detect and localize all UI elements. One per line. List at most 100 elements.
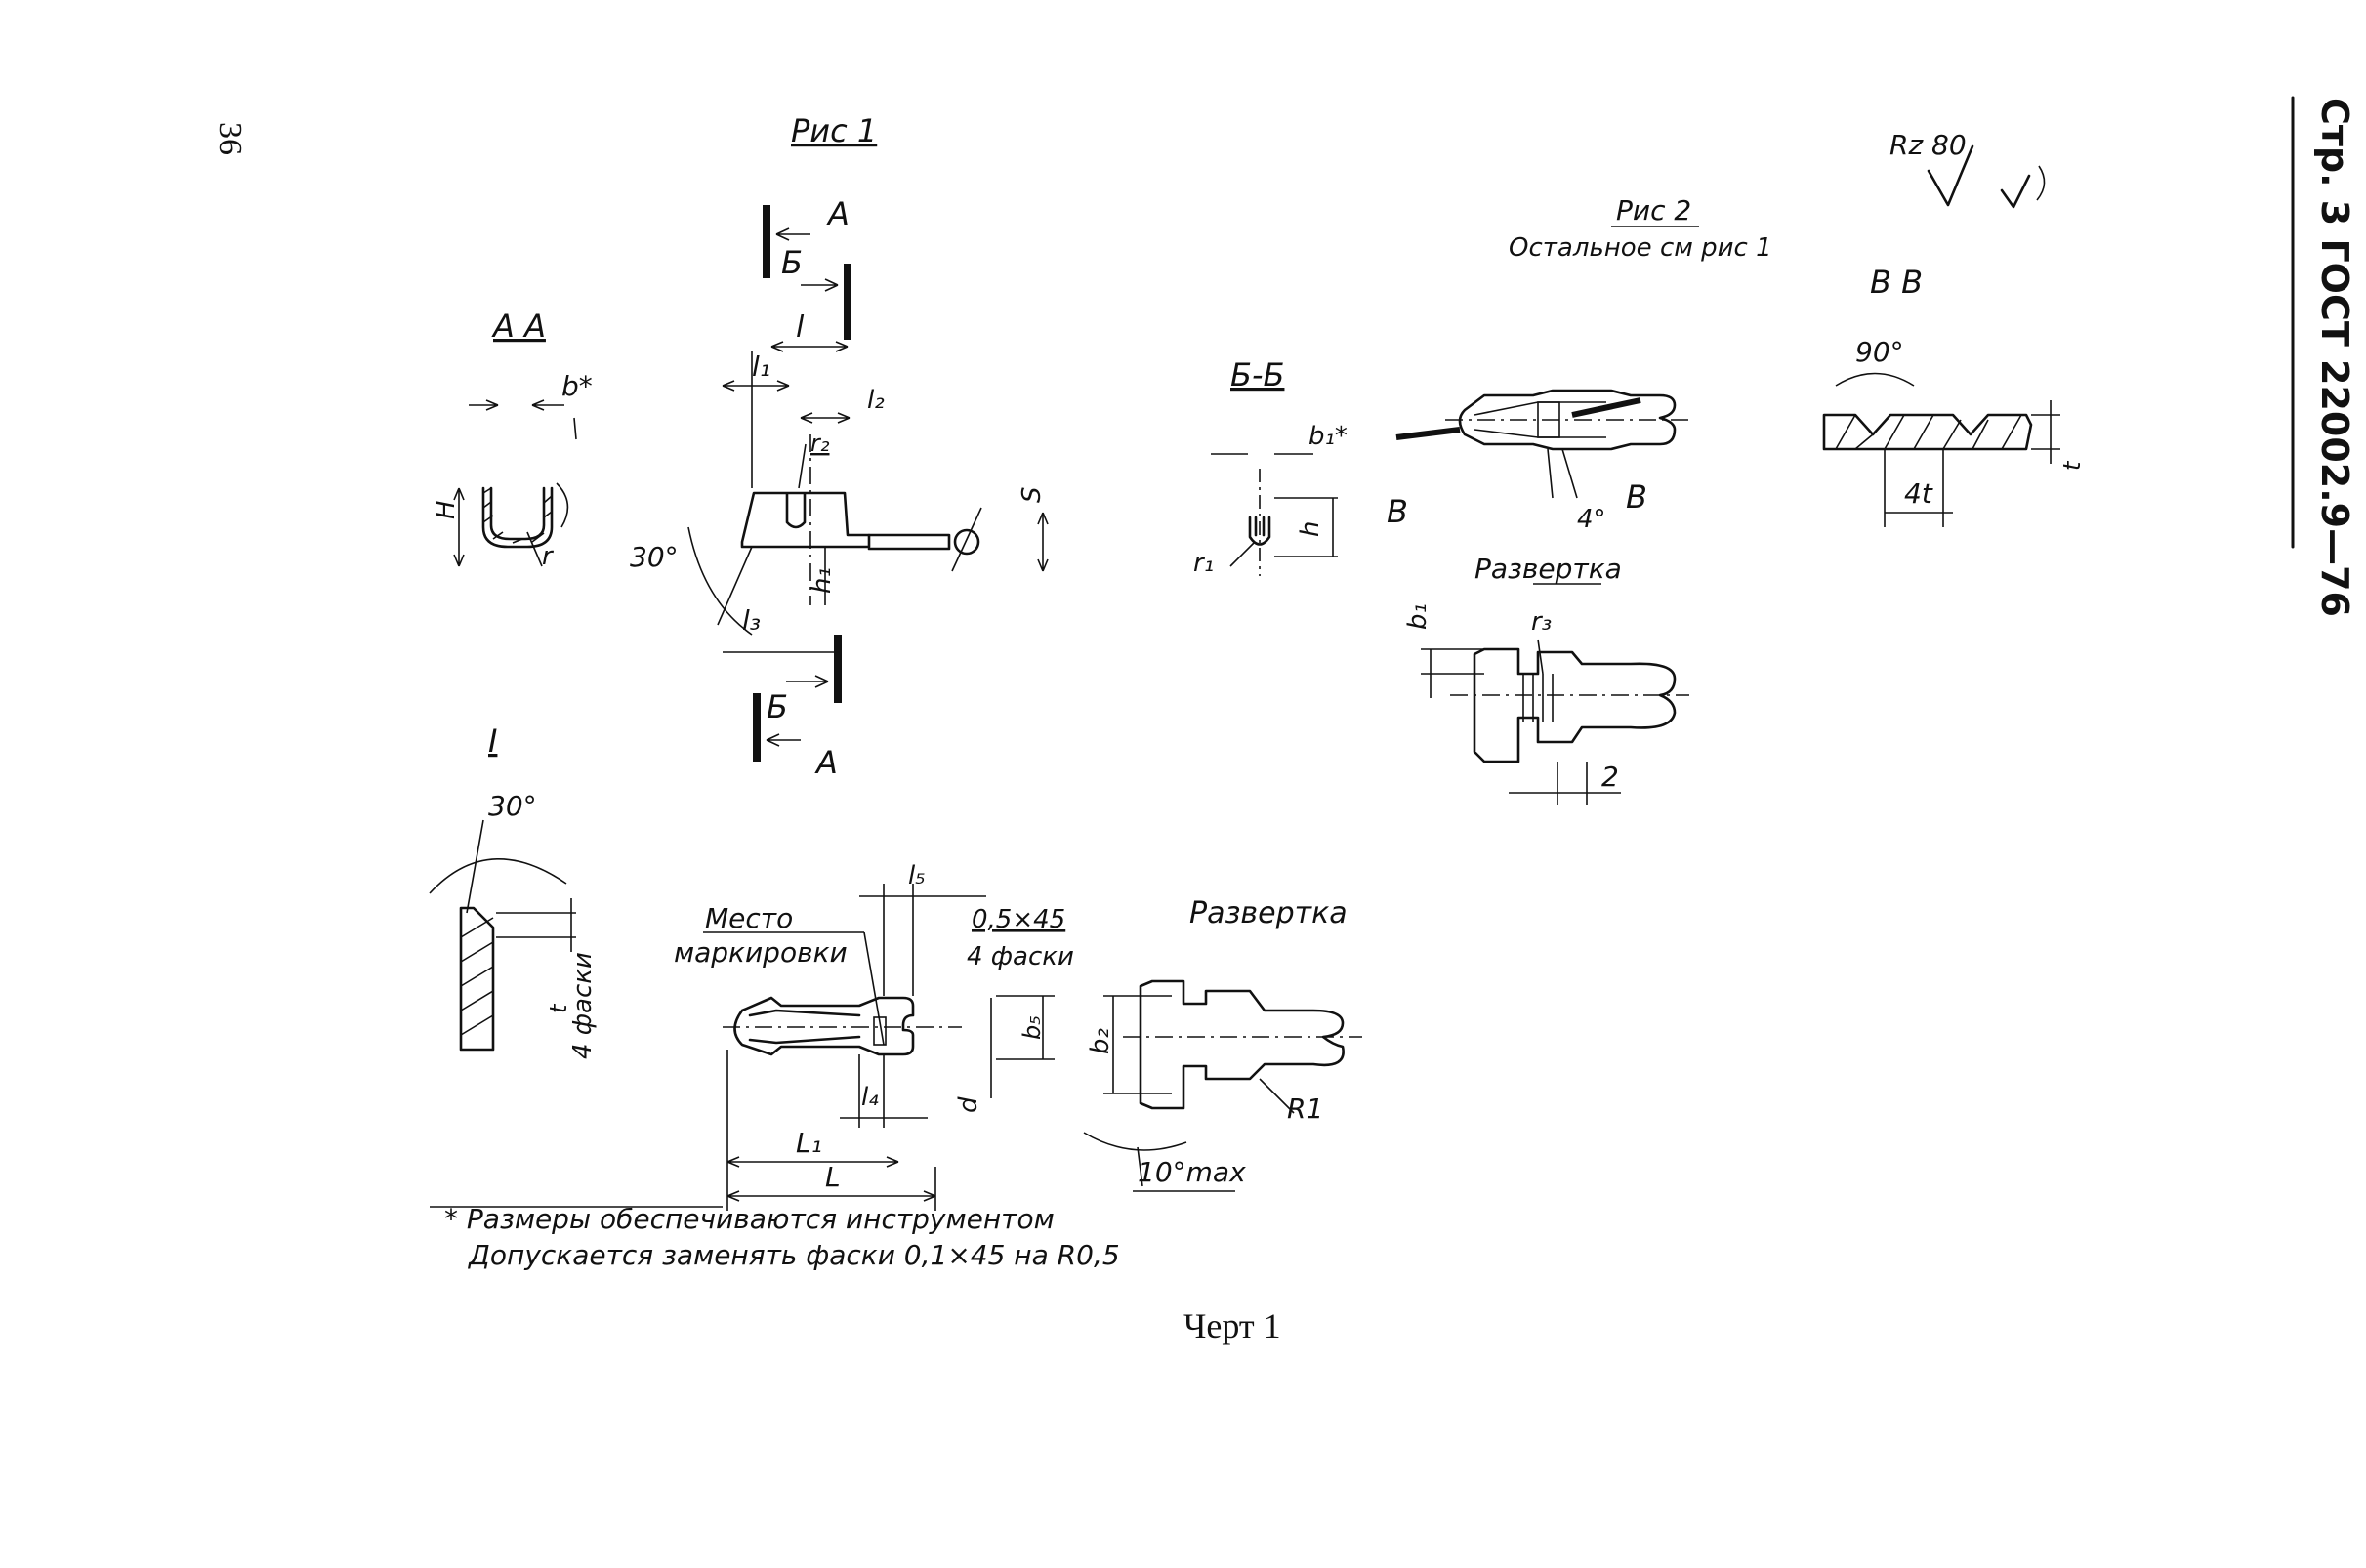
tail-end-circle	[953, 528, 980, 556]
detail-I-leader	[466, 819, 484, 914]
leader-l3	[717, 546, 753, 626]
dim-line-l	[770, 341, 849, 352]
dim-b-star: b*	[561, 370, 593, 402]
fig2-mark-V-left: В	[1387, 493, 1408, 530]
detail-t: t	[545, 1003, 572, 1013]
dim-b2: b₂	[1086, 1028, 1115, 1054]
fig2-dim-4t: 4t	[1904, 477, 1933, 510]
figure-caption: Черт 1	[1183, 1306, 1281, 1345]
fig2-angle-90-arc	[1835, 372, 1915, 387]
section-VV-hatch	[1835, 414, 2022, 450]
section-BB-title: Б-Б	[1230, 356, 1284, 393]
dim-line-fig2-b1	[1421, 648, 1484, 698]
dim-line-L	[726, 1167, 936, 1211]
fig2-cut-right	[1571, 397, 1641, 418]
leader-view-I	[573, 417, 577, 440]
dim-l4: l₄	[861, 1083, 879, 1112]
section-AA-shape	[481, 486, 554, 549]
dim-line-H	[453, 487, 465, 567]
section-mark-A-top: А	[826, 195, 850, 232]
dim-h: h	[1296, 521, 1325, 537]
dim-line-h	[1274, 497, 1338, 557]
dim-line-detail-t	[496, 898, 576, 952]
side-header: Стр. 3 ГОСТ 22002.9—76	[2313, 98, 2356, 617]
dim-line-fig2-2	[1509, 762, 1621, 805]
detail-I-shape	[459, 906, 495, 1052]
roughness-check-small-icon	[2000, 174, 2031, 209]
dim-l1: l₁	[752, 351, 770, 383]
arc-10max	[1083, 1132, 1187, 1151]
section-AA-hatch	[482, 487, 553, 544]
angle-10max: 10°max	[1138, 1156, 1246, 1188]
dim-line-fig2-4t	[1884, 449, 1953, 527]
dim-R1: R1	[1287, 1093, 1323, 1125]
dim-s: S	[1017, 486, 1047, 503]
leader-r2	[798, 443, 807, 489]
section-mark-B-top: Б	[781, 244, 803, 281]
dim-L: L	[825, 1161, 841, 1193]
dim-l2: l₂	[867, 386, 885, 415]
arc-AA-r	[556, 482, 569, 528]
fig2-cut-left	[1395, 427, 1461, 440]
contact-tail	[867, 533, 951, 551]
dim-l5: l₅	[908, 861, 926, 890]
dim-line-L1	[726, 1050, 899, 1211]
dim-line-l4	[840, 1054, 928, 1128]
leader-r	[526, 531, 543, 567]
angle-30: 30°	[630, 541, 679, 573]
dim-line-b5	[996, 995, 1055, 1060]
dim-L1: L₁	[796, 1127, 822, 1159]
detail-I-title: I	[488, 722, 497, 760]
footnote-2: Допускается заменять фаски 0,1×45 на R0,…	[467, 1239, 1120, 1271]
fig2-mark-V-right: В	[1626, 478, 1647, 516]
roughness-label: Rz 80	[1889, 129, 1967, 161]
arc-30deg	[687, 526, 753, 636]
section-BB-shape	[1248, 516, 1271, 546]
dim-line-b2	[1103, 995, 1172, 1094]
razvertka-fig1: Развертка	[1189, 896, 1348, 930]
contact-plan-view	[733, 996, 915, 1056]
marking-leader	[863, 931, 885, 1046]
detail-chamfers: 4 фаски	[568, 952, 598, 1059]
arrow-B-bottom	[786, 675, 829, 688]
leader-tail-I	[951, 507, 982, 572]
dim-b5: b₅	[1018, 1015, 1046, 1040]
dim-r1: r₁	[1193, 549, 1214, 578]
dim-line-l5	[859, 884, 986, 996]
fig2-subtitle: Остальное см рис 1	[1509, 233, 1772, 263]
razvertka-fig1-shape	[1139, 979, 1345, 1110]
fig2-dim-t: t	[2058, 460, 2086, 471]
contact-side-profile	[740, 491, 871, 549]
leader-r1	[1229, 541, 1256, 567]
section-AA-title: А А	[491, 308, 546, 345]
roughness-bracket-icon	[2036, 165, 2046, 201]
dim-r: r	[542, 542, 555, 571]
dim-line-l2	[800, 412, 851, 424]
dim-r2: r₂	[810, 430, 830, 457]
razvertka-fig2: Развертка	[1474, 553, 1622, 585]
roughness-check-icon	[1927, 144, 1974, 207]
fig2-angle-90: 90°	[1855, 336, 1904, 368]
section-VV-shape	[1822, 413, 2033, 451]
fig2-plan-shape	[1458, 389, 1677, 451]
detail-I-hatch	[460, 917, 494, 1036]
razvertka-fig2-shape	[1473, 647, 1677, 763]
leader-fig2-r3	[1537, 639, 1544, 675]
dim-d: d	[954, 1096, 983, 1113]
section-mark-A-bottom: А	[814, 744, 838, 781]
detail-I-angle: 30°	[488, 790, 537, 822]
leader-10max	[1137, 1146, 1143, 1187]
dim-h1: h₁	[808, 567, 837, 594]
dim-line-b-star	[469, 399, 564, 411]
marking-place-2: маркировки	[674, 936, 848, 969]
fig2-title: Рис 2	[1616, 194, 1691, 227]
fig2-angle-4-lines	[1547, 448, 1578, 499]
dim-line-s	[1037, 512, 1049, 572]
dim-b1-star: b₁*	[1308, 422, 1348, 451]
leader-R1	[1259, 1078, 1295, 1114]
arrow-B-top	[801, 278, 839, 292]
razvertka-fig2-slots	[1522, 674, 1554, 722]
chamfer-4: 4 фаски	[967, 942, 1074, 971]
dim-line-fig2-t	[2031, 400, 2060, 464]
